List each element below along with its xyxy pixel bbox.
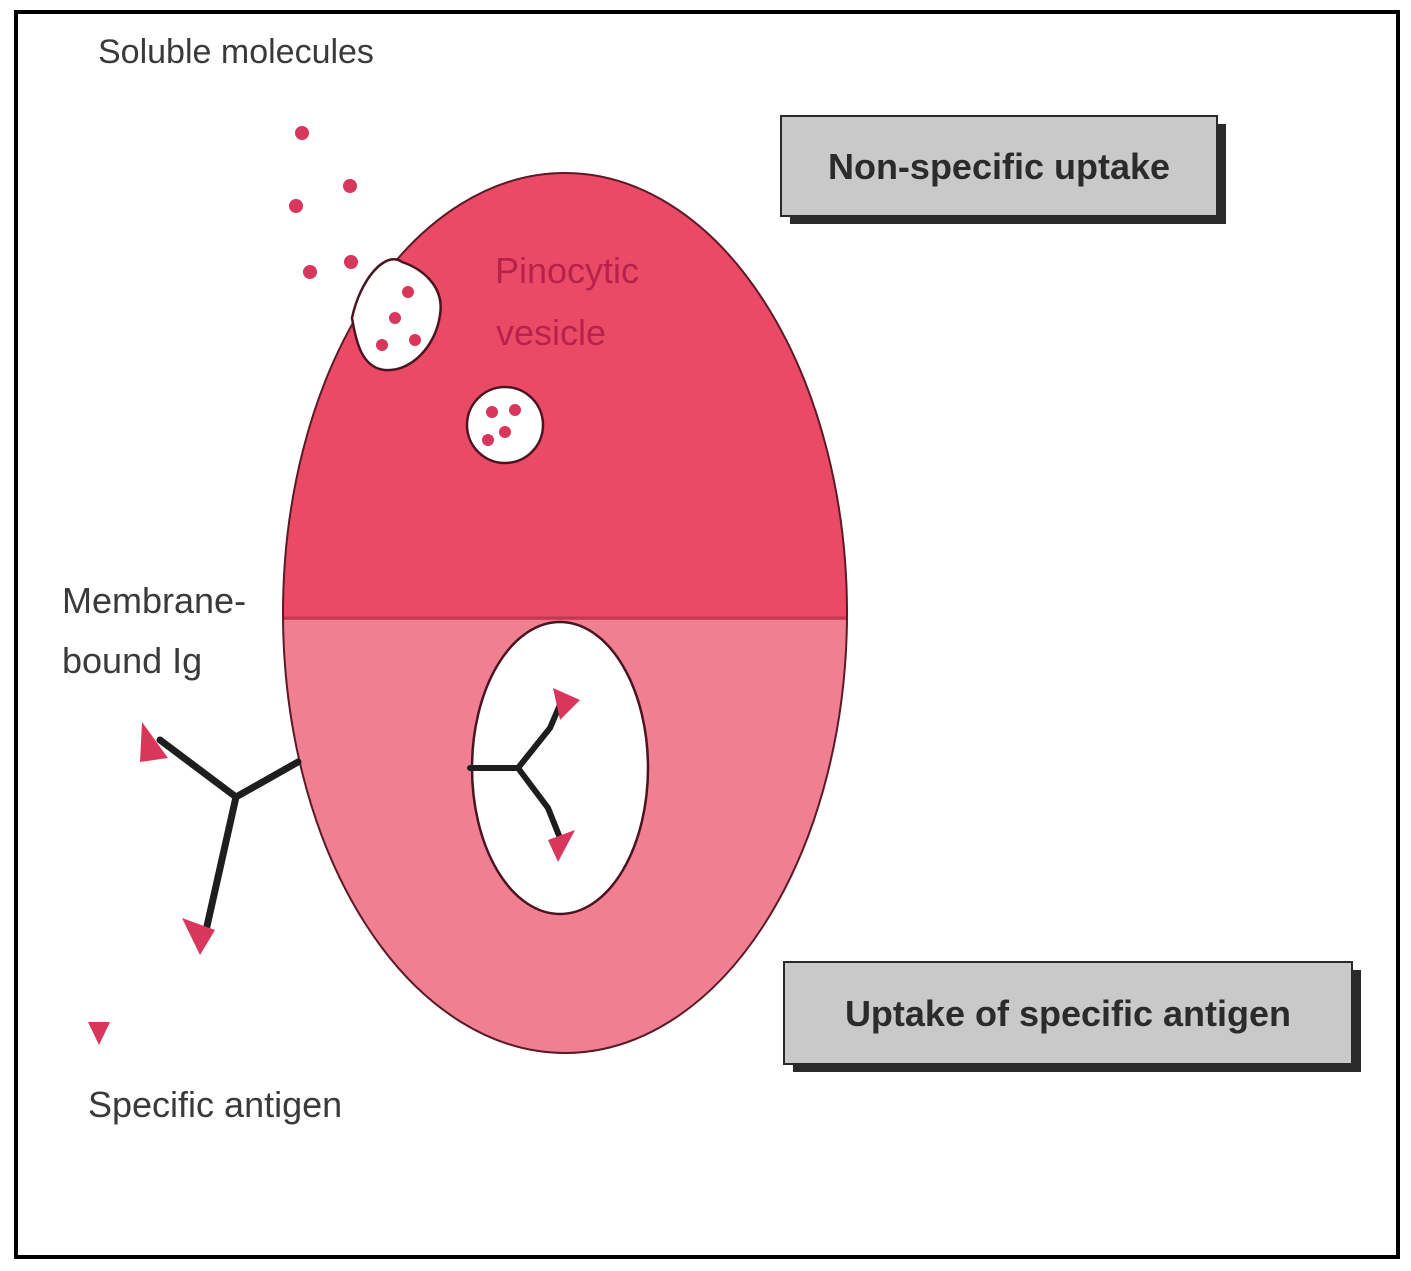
molecule-dot — [289, 199, 303, 213]
internalized-antibody — [467, 688, 580, 862]
cell-upper-half — [283, 173, 847, 620]
molecule-dot — [295, 126, 309, 140]
box-specific-uptake: Uptake of specific antigen — [783, 961, 1361, 1072]
soluble-molecules-group — [289, 126, 358, 279]
bound-antigen — [548, 830, 575, 862]
antibody-y-shape — [467, 697, 565, 841]
molecule-dot — [509, 404, 521, 416]
molecule-dot — [344, 255, 358, 269]
box-nonspecific-text: Non-specific uptake — [828, 146, 1170, 187]
box-body — [780, 115, 1218, 217]
figure-frame — [14, 10, 1400, 1259]
bound-antigen — [140, 722, 168, 762]
box-specific-text: Uptake of specific antigen — [845, 993, 1291, 1034]
bound-antigen — [182, 918, 215, 955]
molecule-dot — [482, 434, 494, 446]
bound-antigen — [553, 688, 580, 720]
molecule-dot — [486, 406, 498, 418]
box-nonspecific-uptake: Non-specific uptake — [780, 115, 1226, 224]
molecule-dot — [499, 426, 511, 438]
label-pinocytic-line2: vesicle — [496, 312, 606, 353]
free-specific-antigen — [88, 1022, 110, 1045]
label-pinocytic-line1: Pinocytic — [495, 250, 639, 291]
cell-membrane — [282, 172, 848, 1054]
molecule-dot — [409, 334, 421, 346]
label-soluble-molecules: Soluble molecules — [98, 33, 374, 71]
antibody-y-shape — [156, 736, 302, 939]
molecule-dot — [402, 286, 414, 298]
label-membrane-line1: Membrane- — [62, 580, 246, 621]
box-body — [783, 961, 1353, 1065]
molecule-dot — [389, 312, 401, 324]
label-specific-antigen: Specific antigen — [88, 1084, 342, 1125]
molecule-dot — [343, 179, 357, 193]
pinocytic-vesicle — [465, 385, 545, 465]
label-membrane-line2: bound Ig — [62, 640, 202, 681]
molecule-dot — [376, 339, 388, 351]
molecule-dot — [303, 265, 317, 279]
membrane-bound-antibody — [140, 722, 302, 955]
